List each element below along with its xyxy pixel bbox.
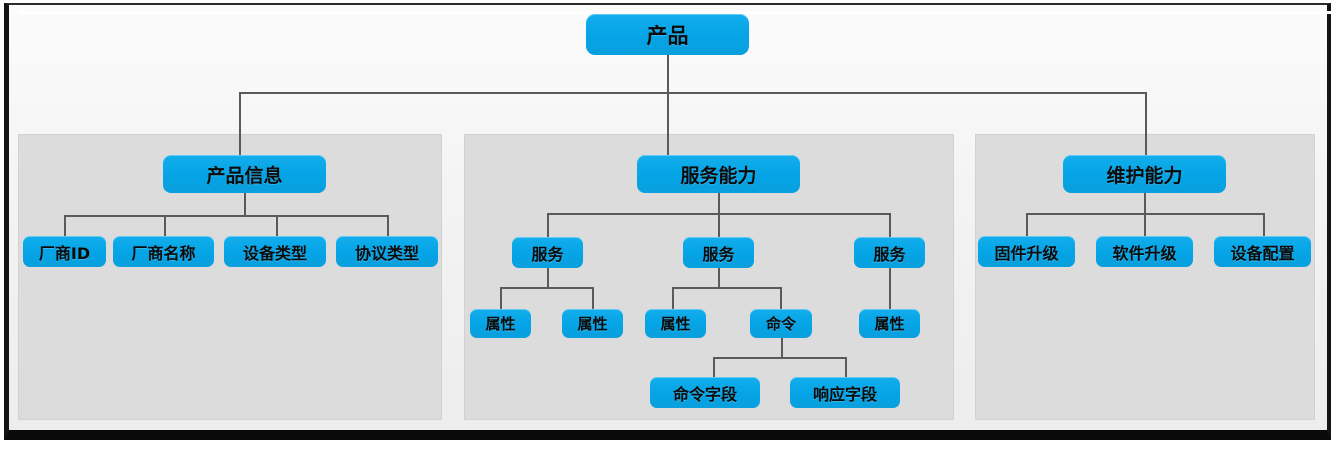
connector-service2-drop-2 — [780, 287, 782, 309]
connector-service3-stem — [889, 268, 891, 309]
connector-command-drop-1 — [713, 357, 715, 379]
connector-root-to-service-cap — [667, 92, 669, 155]
connector-service2-bus — [672, 287, 782, 289]
frame-highlight — [18, 11, 1334, 14]
node-product-root[interactable]: 产品 — [586, 14, 749, 55]
node-service-2[interactable]: 服务 — [683, 237, 754, 268]
node-firmware-upgrade[interactable]: 固件升级 — [978, 236, 1075, 267]
connector-service1-drop-1 — [500, 287, 502, 309]
node-vendor-name[interactable]: 厂商名称 — [113, 236, 214, 267]
connector-service1-stem — [547, 268, 549, 288]
connector-service-cap-drop-2 — [718, 213, 720, 237]
node-service-capability[interactable]: 服务能力 — [637, 155, 800, 193]
connector-product-info-drop-1 — [64, 215, 66, 237]
node-attribute-1[interactable]: 属性 — [470, 309, 531, 338]
connector-root-to-product-info — [239, 92, 241, 155]
node-product-info[interactable]: 产品信息 — [163, 155, 326, 193]
connector-command-bus — [713, 357, 847, 359]
node-maintenance-capability[interactable]: 维护能力 — [1063, 155, 1226, 193]
connector-service-cap-drop-3 — [889, 213, 891, 237]
connector-maint-cap-stem — [1144, 193, 1146, 214]
connector-service2-drop-1 — [672, 287, 674, 309]
node-software-upgrade[interactable]: 软件升级 — [1096, 236, 1193, 267]
connector-product-info-drop-3 — [276, 215, 278, 237]
connector-service-cap-stem — [718, 193, 720, 214]
node-attribute-2[interactable]: 属性 — [562, 309, 623, 338]
node-service-1[interactable]: 服务 — [512, 237, 583, 268]
node-protocol-type[interactable]: 协议类型 — [336, 236, 438, 267]
node-device-config[interactable]: 设备配置 — [1214, 236, 1311, 267]
node-device-type[interactable]: 设备类型 — [224, 236, 326, 267]
connector-root-bus — [240, 92, 1147, 94]
connector-command-drop-2 — [845, 357, 847, 379]
node-vendor-id[interactable]: 厂商ID — [23, 236, 106, 267]
connector-command-stem — [781, 338, 783, 358]
node-command[interactable]: 命令 — [750, 309, 812, 338]
connector-service-cap-drop-1 — [547, 213, 549, 237]
connector-root-stem — [667, 55, 669, 93]
node-response-field[interactable]: 响应字段 — [790, 377, 900, 408]
connector-root-to-maint-cap — [1145, 92, 1147, 155]
connector-service2-stem — [718, 268, 720, 288]
connector-product-info-drop-4 — [387, 215, 389, 237]
connector-product-info-drop-2 — [164, 215, 166, 237]
connector-service1-bus — [500, 287, 594, 289]
node-attribute-4[interactable]: 属性 — [859, 309, 920, 338]
connector-maint-cap-drop-1 — [1026, 213, 1028, 237]
connector-service1-drop-2 — [592, 287, 594, 309]
connector-product-info-stem — [244, 193, 246, 216]
node-attribute-3[interactable]: 属性 — [645, 309, 706, 338]
node-command-field[interactable]: 命令字段 — [650, 377, 760, 408]
connector-maint-cap-drop-3 — [1263, 213, 1265, 237]
node-service-3[interactable]: 服务 — [854, 237, 925, 268]
connector-product-info-bus — [64, 215, 387, 217]
connector-maint-cap-drop-2 — [1144, 213, 1146, 237]
